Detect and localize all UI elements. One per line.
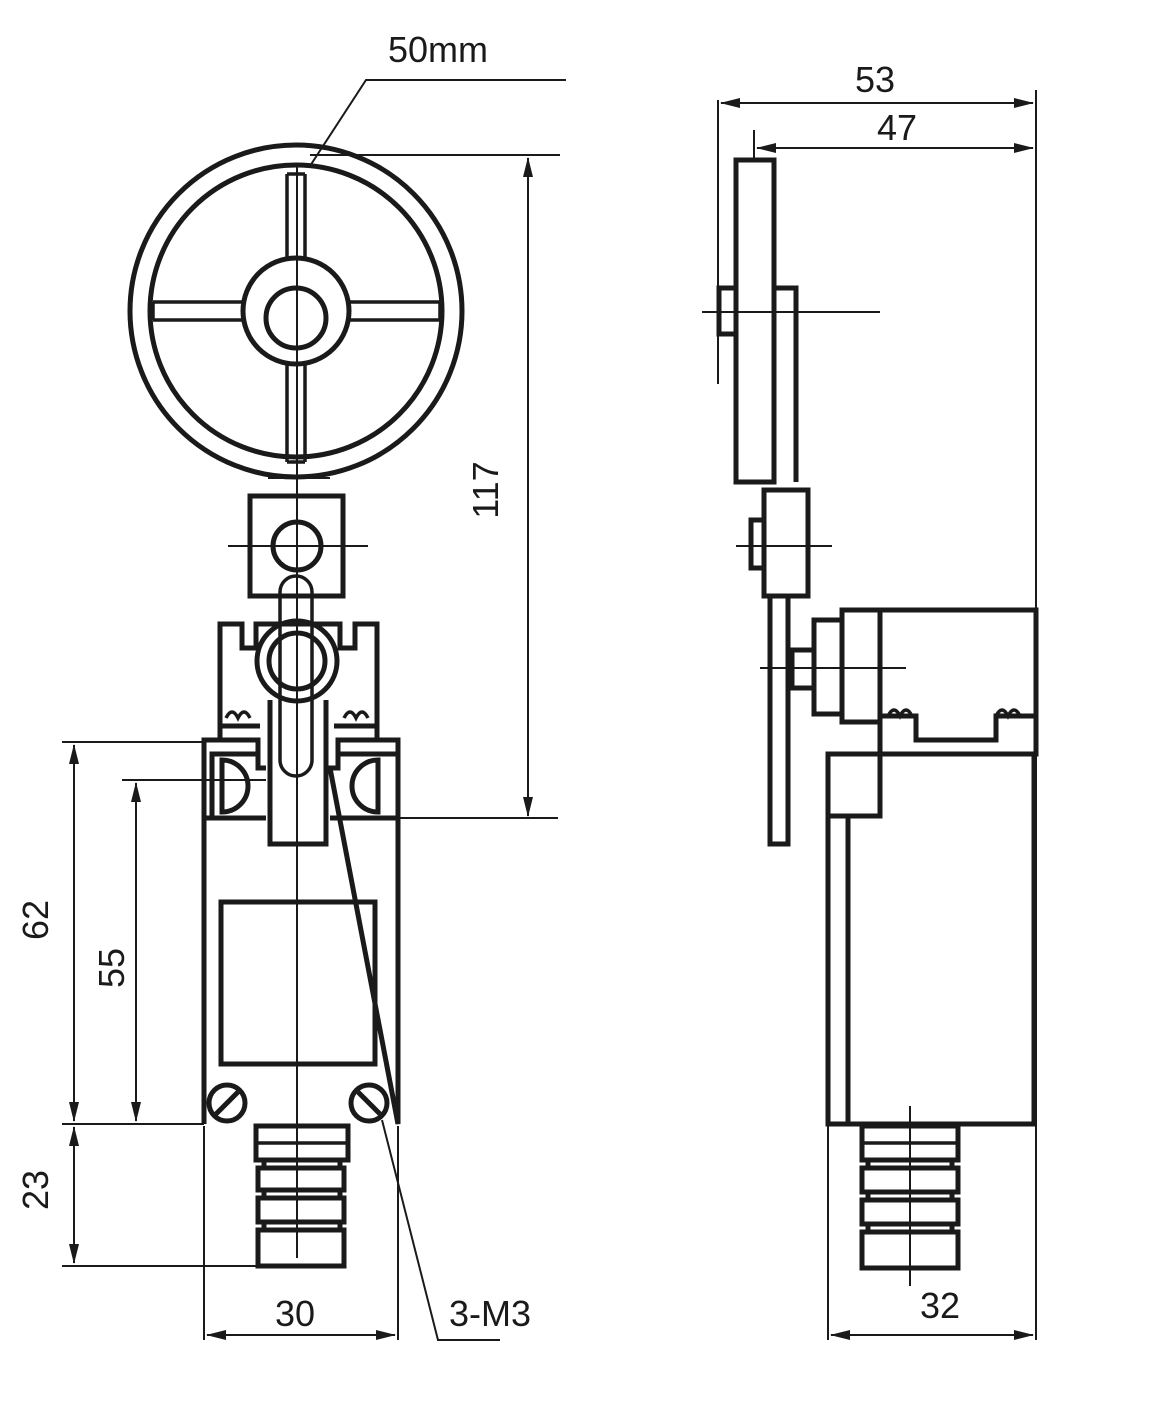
switch-head [217,618,380,847]
slotted-screw-icon [348,1082,390,1124]
dimension-labels: 50mm 117 62 55 23 30 3-M3 53 47 32 [15,29,960,1334]
label-height-total: 117 [465,461,506,518]
dimension-lines [62,79,1037,1341]
label-body-height: 62 [15,900,56,940]
label-depth-total: 53 [855,59,895,100]
front-view [127,142,465,1269]
label-hole-spacing: 55 [91,948,132,988]
side-view [702,100,1039,1286]
label-side-width: 32 [920,1285,960,1326]
label-front-width: 30 [275,1293,315,1334]
slotted-screw-icon [206,1082,248,1124]
label-depth-lever: 47 [877,107,917,148]
label-gland-length: 23 [15,1170,56,1210]
switch-body [201,737,401,1125]
cable-gland-front [253,1123,351,1269]
label-wheel-diameter: 50mm [388,29,488,70]
label-screws: 3-M3 [449,1293,531,1334]
